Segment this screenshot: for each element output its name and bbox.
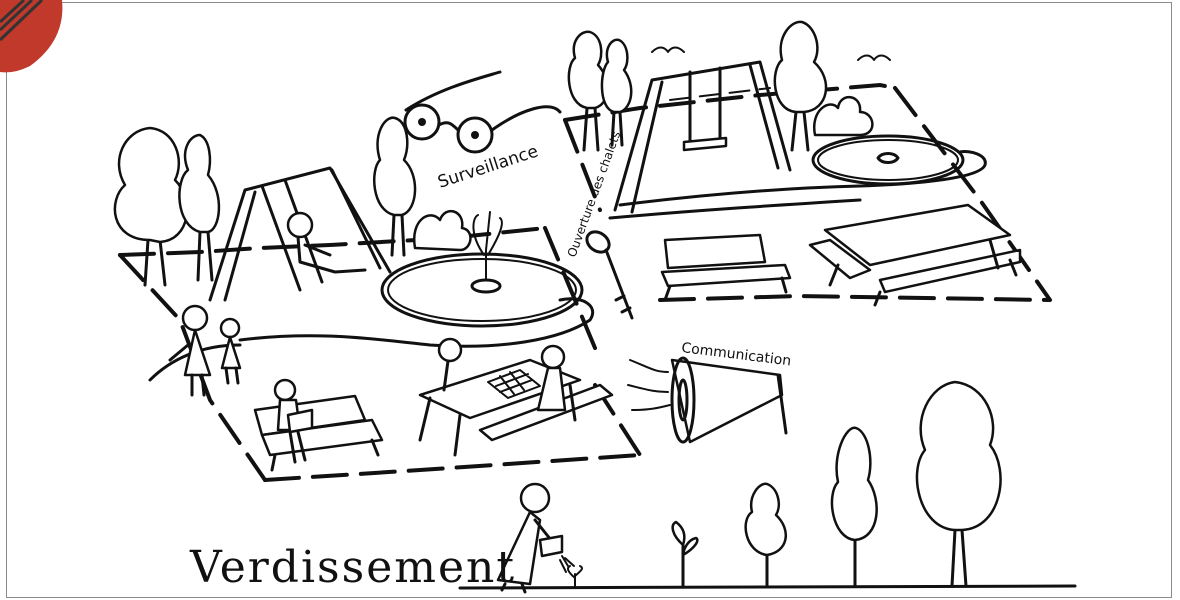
- bush-icon: [414, 211, 470, 250]
- picnic-table-icon: [420, 339, 612, 455]
- left-park-area: [115, 118, 640, 480]
- verdissement-label: Verdissement: [189, 542, 516, 593]
- right-park-area: [565, 22, 1050, 305]
- sprout-icon: [568, 566, 582, 588]
- tree-icon: [179, 135, 219, 280]
- tree-icon: [374, 118, 415, 255]
- tree-icon: [832, 428, 877, 586]
- child-person-icon: [221, 319, 240, 383]
- surveillance-label: Surveillance: [435, 142, 540, 193]
- surveillance-glasses-icon: [405, 72, 560, 152]
- swing-set-icon: [210, 168, 390, 300]
- tree-icon: [602, 40, 631, 145]
- tree-icon: [746, 484, 786, 586]
- fountain-icon: [382, 212, 582, 326]
- bird-icon: [652, 48, 684, 53]
- sapling-icon: [673, 522, 698, 586]
- park-bench-icon: [662, 235, 790, 300]
- bench-with-reader-icon: [255, 380, 382, 470]
- bird-icon: [858, 56, 890, 61]
- corner-badge: [0, 0, 62, 72]
- fountain-icon: [813, 136, 963, 184]
- bush-icon: [814, 97, 872, 135]
- picnic-table-icon: [810, 205, 1020, 305]
- tree-icon: [917, 382, 1001, 586]
- megaphone-icon: [628, 358, 786, 442]
